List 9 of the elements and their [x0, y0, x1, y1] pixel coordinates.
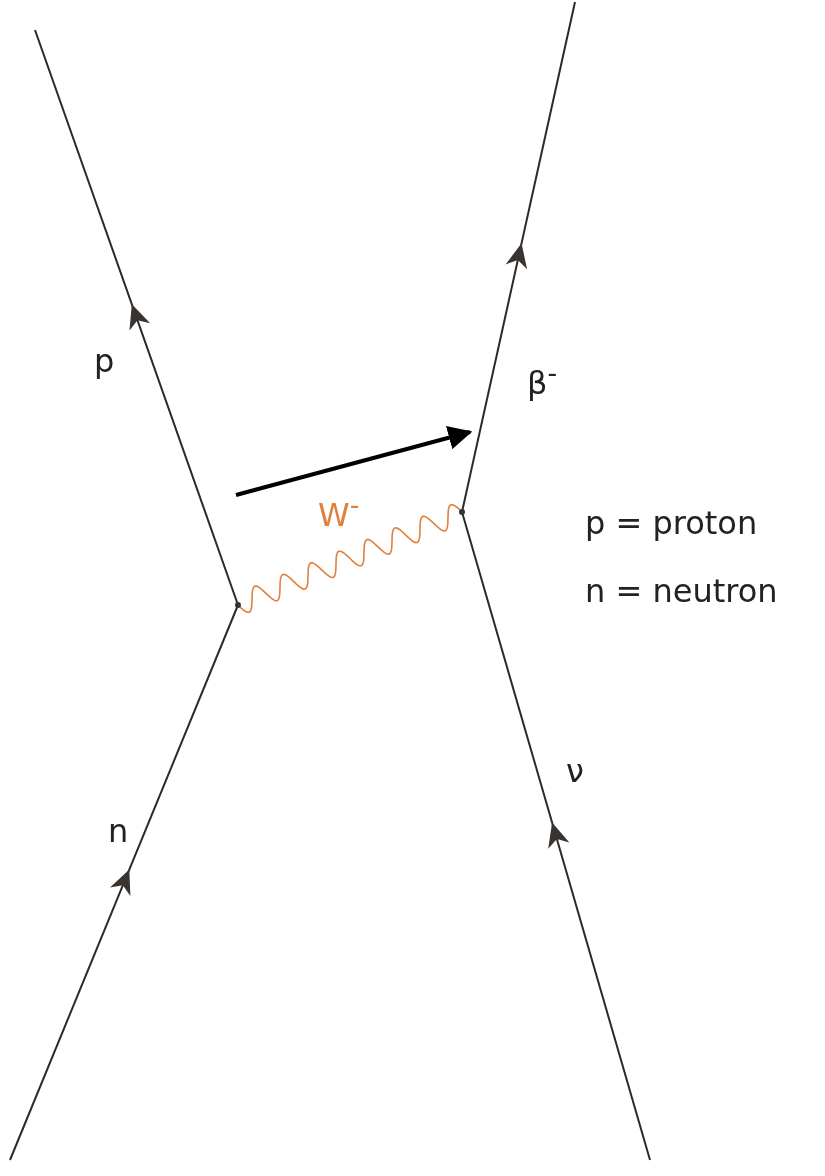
edge-label: β$^{-}$ — [527, 360, 558, 399]
vertex-dot — [459, 509, 465, 515]
edge-label: p — [94, 345, 115, 377]
key-text: n = neutron — [585, 575, 778, 607]
edge-label: W$^{-}$ — [318, 492, 360, 531]
edge-label: n — [108, 815, 129, 847]
vertex-dot — [235, 602, 241, 608]
edge-label: ν — [566, 755, 584, 787]
key-text: p = proton — [585, 507, 758, 539]
